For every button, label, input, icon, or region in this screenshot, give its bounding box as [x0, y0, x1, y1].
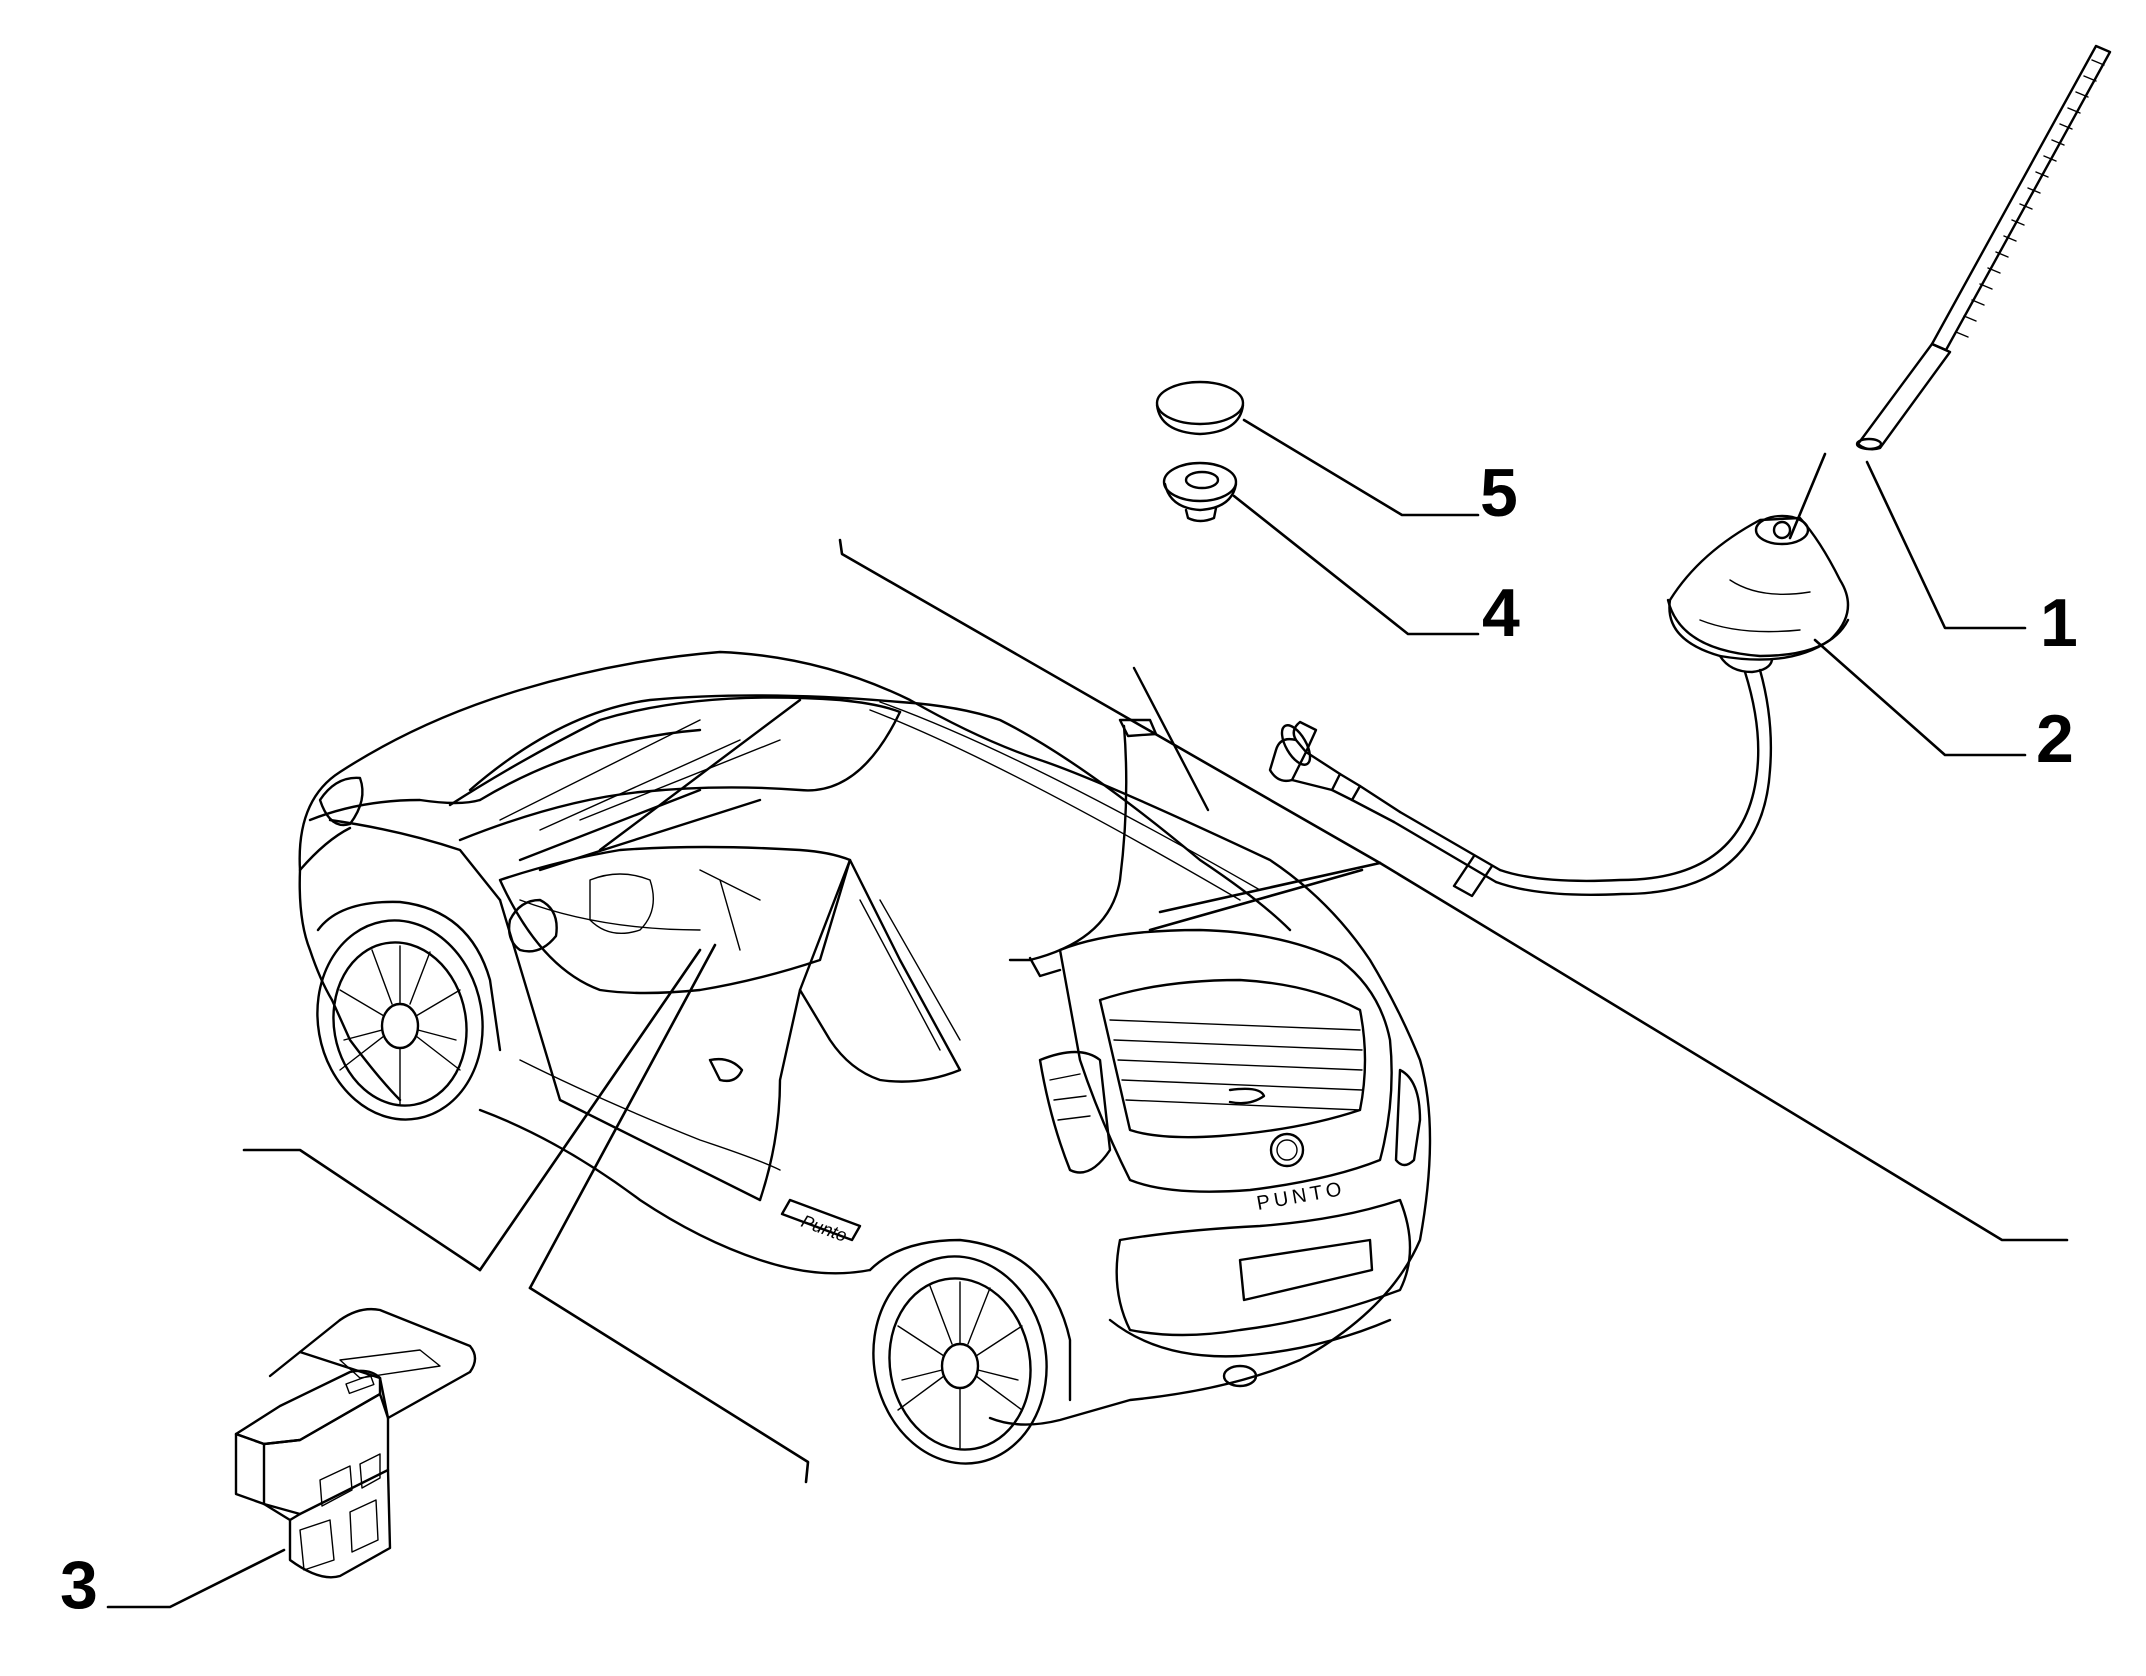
- antenna-base: [1268, 514, 1850, 898]
- antenna-mast: [1855, 44, 2112, 451]
- callout-label-1: 1: [2040, 585, 2078, 661]
- leader-lines: [106, 418, 2069, 1609]
- usb-socket: [234, 1307, 477, 1579]
- grommet-part: [1162, 461, 1238, 523]
- front-wheel: [316, 919, 484, 1121]
- callout-label-3: 3: [60, 1547, 98, 1623]
- callout-label-5: 5: [1480, 455, 1518, 531]
- callout-label-2: 2: [2036, 701, 2074, 777]
- car-illustration: Punto PUNTO: [298, 650, 1432, 1465]
- callout-label-4: 4: [1482, 575, 1520, 651]
- side-badge-text: Punto: [799, 1211, 850, 1246]
- cap-part: [1155, 380, 1245, 436]
- rear-wheel: [872, 1255, 1048, 1465]
- car-badge-text: PUNTO: [1255, 1178, 1347, 1215]
